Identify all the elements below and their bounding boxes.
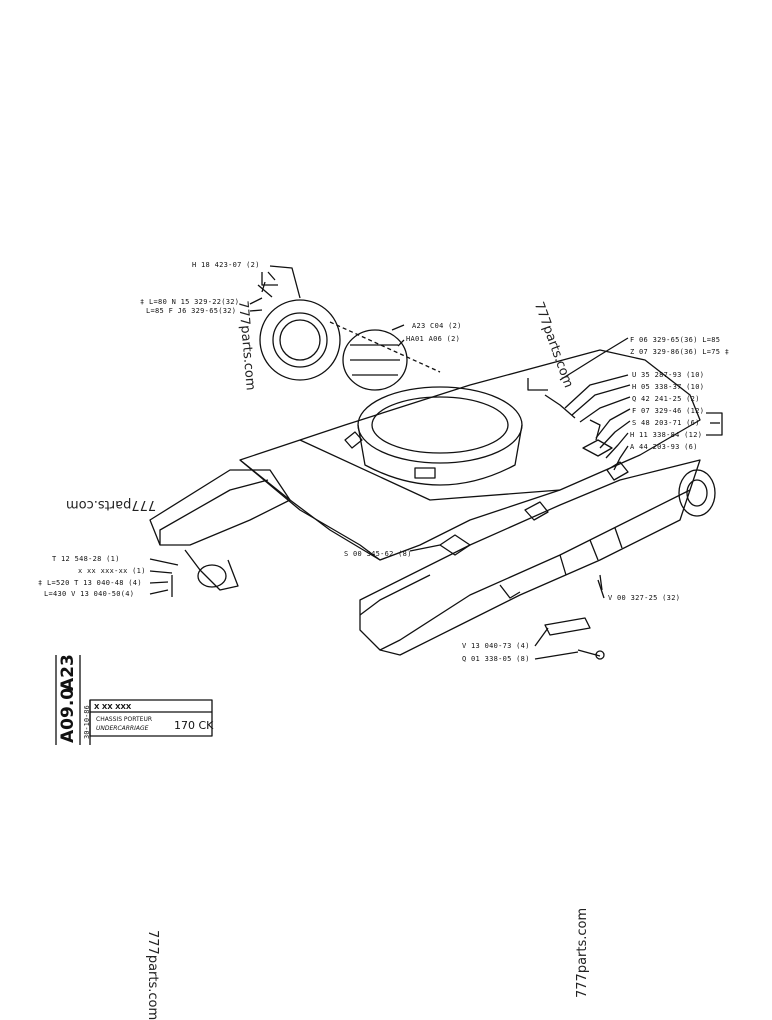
right-track-beam — [359, 459, 701, 651]
drawing-code-line1: A23 — [58, 654, 78, 691]
callout-z07: Z 07 329-86(36) L=75 ‡ — [630, 348, 730, 356]
callout-t13: ‡ L=520 T 13 040-48 (4) — [38, 579, 142, 587]
travel-motor — [342, 329, 408, 391]
callout-a44: A 44 203-93 (6) — [630, 443, 698, 451]
callout-v00: V 00 327-25 (32) — [608, 594, 681, 602]
callout-j06: L=85 F J6 329-65(32) — [146, 307, 237, 315]
title-box: X XX XXX CHASSIS PORTEUR UNDERCARRIAGE — [90, 700, 212, 736]
watermark: 777parts.com — [145, 930, 160, 1020]
title-ref: X XX XXX — [94, 703, 132, 711]
callout-t12: T 12 548-28 (1) — [52, 555, 120, 563]
callout-u35: U 35 287-93 (10) — [632, 371, 705, 379]
callout-f07: F 07 329-46 (12) — [632, 407, 705, 415]
callout-v13b: V 13 040-73 (4) — [462, 642, 530, 650]
title-box-frame — [89, 699, 213, 737]
callout-q42: Q 42 241-25 (2) — [632, 395, 700, 403]
idler-mount — [678, 469, 716, 517]
callout-v13a: L=430 V 13 040-50(4) — [44, 590, 135, 598]
callout-q01: Q 01 338-05 (8) — [462, 655, 530, 663]
callout-h18: H 18 423-07 (2) — [192, 261, 260, 269]
callout-s00: S 00 345-62 (8) — [344, 550, 412, 558]
drive-sprocket — [259, 299, 341, 381]
slewing-ring — [357, 386, 523, 464]
bolt — [544, 394, 576, 419]
model-label: 170 CK — [174, 719, 214, 732]
callout-xxx: x xx xxx-xx (1) — [78, 567, 146, 575]
drawing-code-block: A23 A09.0 30-10-86 — [56, 654, 91, 745]
title-name-en: UNDERCARRIAGE — [96, 725, 149, 732]
callout-s48: S 48 203-71 (6) — [632, 419, 700, 427]
bolt — [257, 281, 273, 298]
watermark: 777parts.com — [575, 907, 590, 998]
callout-h11: H 11 338-84 (12) — [630, 431, 703, 439]
callout-h05: H 05 338-37 (10) — [632, 383, 705, 391]
track-pad — [544, 617, 591, 636]
callout-n15: ‡ L=80 N 15 329-22(32) — [140, 298, 240, 306]
center-frame — [239, 349, 701, 561]
title-name-fr: CHASSIS PORTEUR — [96, 716, 152, 723]
watermark: 777parts.com — [66, 497, 157, 512]
callout-f06: F 06 329-65(36) L=85 — [630, 336, 721, 344]
callout-ha01: HA01 A06 (2) — [406, 335, 461, 343]
drawing-code-line2: A09.0 — [58, 687, 78, 743]
left-track-beam — [149, 469, 291, 546]
callout-a23c04: A23 C04 (2) — [412, 322, 462, 330]
